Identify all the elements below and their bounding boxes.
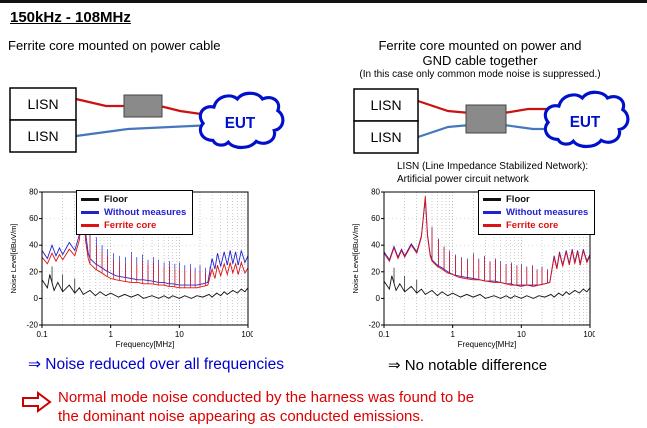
legend-item: Ferrite core <box>483 219 588 232</box>
svg-text:100: 100 <box>241 330 253 339</box>
svg-text:10: 10 <box>517 330 526 339</box>
legend-item: Ferrite core <box>81 219 186 232</box>
left-caption: Ferrite core mounted on power cable <box>8 38 221 53</box>
lisn-label-top: LISN <box>370 97 401 113</box>
svg-text:80: 80 <box>371 188 380 197</box>
ferrite-core-box <box>465 104 507 134</box>
right-caption-line1: Ferrite core mounted on power and <box>378 38 582 53</box>
svg-text:0.1: 0.1 <box>378 330 390 339</box>
legend-label: Without measures <box>104 207 187 218</box>
svg-text:-20: -20 <box>368 321 380 330</box>
svg-text:Noise Level[dBuV/m]: Noise Level[dBuV/m] <box>9 223 18 293</box>
svg-text:0.1: 0.1 <box>36 330 48 339</box>
legend-item: Floor <box>81 193 186 206</box>
svg-text:40: 40 <box>29 241 38 250</box>
lisn-label-bottom: LISN <box>27 128 58 144</box>
svg-text:Frequency[MHz]: Frequency[MHz] <box>116 340 175 349</box>
footer-line2: the dominant noise appearing as conducte… <box>58 408 425 425</box>
right-conclusion: ⇒ No notable difference <box>388 357 548 374</box>
right-caption: Ferrite core mounted on power and GND ca… <box>330 38 630 81</box>
eut-cloud: EUT <box>198 91 285 150</box>
right-diagram: LISN LISN EUT <box>353 88 630 154</box>
cloud-outline <box>543 90 630 149</box>
right-caption-note: (In this case only common mode noise is … <box>359 69 601 80</box>
svg-text:40: 40 <box>371 241 380 250</box>
lisn-definition: LISN (Line Impedance Stabilized Network)… <box>397 160 588 186</box>
right-chart: -20 0 20 40 60 80 0.1 1 10 100Frequency[MHz] Noise… <box>350 186 597 350</box>
legend-label: Ferrite core <box>506 220 559 231</box>
svg-text:0: 0 <box>34 294 39 303</box>
svg-text:-20: -20 <box>26 321 38 330</box>
left-diagram: LISN LISN EUT <box>9 87 285 153</box>
svg-text:Noise Level[dBuV/m]: Noise Level[dBuV/m] <box>351 223 360 293</box>
block-arrow-shape <box>22 391 52 413</box>
eut-label: EUT <box>570 114 601 131</box>
legend-item: Floor <box>483 193 588 206</box>
eut-label: EUT <box>225 115 256 132</box>
lisn-box-bottom <box>9 119 77 153</box>
right-caption-line2: GND cable together <box>422 53 538 68</box>
ferrite-core-box <box>123 94 163 118</box>
legend-item: Without measures <box>483 206 588 219</box>
legend-swatch <box>81 198 99 201</box>
lisn-box-bottom <box>353 120 419 154</box>
legend-item: Without measures <box>81 206 186 219</box>
legend-swatch <box>81 224 99 227</box>
svg-text:0: 0 <box>376 294 381 303</box>
legend-swatch <box>483 198 501 201</box>
svg-text:20: 20 <box>371 267 380 276</box>
legend-swatch <box>483 211 501 214</box>
lisn-definition-line1: LISN (Line Impedance Stabilized Network)… <box>397 161 589 172</box>
legend-label: Ferrite core <box>104 220 157 231</box>
page-title: 150kHz - 108MHz <box>10 9 131 26</box>
left-conclusion: ⇒ Noise reduced over all frequencies <box>28 356 284 373</box>
svg-text:1: 1 <box>108 330 113 339</box>
svg-text:60: 60 <box>29 214 38 223</box>
cloud-outline <box>198 91 285 150</box>
svg-text:1: 1 <box>450 330 455 339</box>
legend-label: Floor <box>506 194 530 205</box>
svg-text:10: 10 <box>175 330 184 339</box>
svg-text:80: 80 <box>29 188 38 197</box>
legend-label: Floor <box>104 194 128 205</box>
lisn-label-top: LISN <box>27 96 58 112</box>
svg-text:60: 60 <box>371 214 380 223</box>
lisn-definition-line2: Artificial power circuit network <box>397 174 529 185</box>
svg-text:100: 100 <box>583 330 595 339</box>
svg-text:Frequency[MHz]: Frequency[MHz] <box>458 340 517 349</box>
legend-swatch <box>81 211 99 214</box>
footer-statement: Normal mode noise conducted by the harne… <box>58 388 474 426</box>
lisn-label-bottom: LISN <box>370 129 401 145</box>
legend-swatch <box>483 224 501 227</box>
eut-cloud: EUT <box>543 90 630 149</box>
footer-line1: Normal mode noise conducted by the harne… <box>58 389 475 406</box>
lisn-box-top <box>353 88 419 122</box>
legend-label: Without measures <box>506 207 589 218</box>
gnd-wire <box>75 123 214 138</box>
footer-arrow-icon <box>22 391 52 413</box>
left-chart-plot: -20 0 20 40 60 80 0.1 1 10 100Frequency[MHz] Noise… <box>9 188 255 350</box>
svg-text:20: 20 <box>29 267 38 276</box>
left-chart: -20 0 20 40 60 80 0.1 1 10 100Frequency[MHz] Noise… <box>8 186 255 350</box>
